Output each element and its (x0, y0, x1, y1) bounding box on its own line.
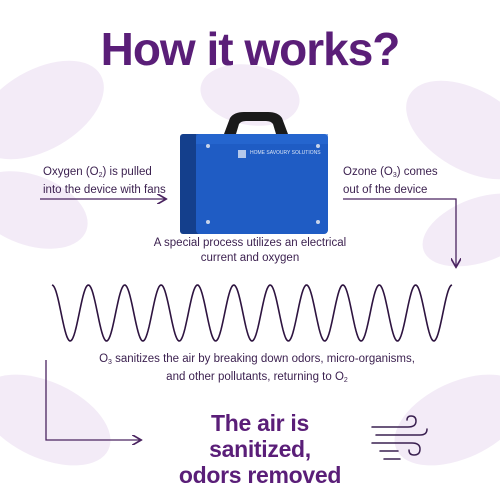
result-arrow (45, 360, 140, 440)
result-heading: The air is sanitized, odors removed (178, 410, 342, 488)
sanitize-step-text: O3 sanitizes the air by breaking down od… (99, 353, 415, 384)
page-title: How it works? (100, 23, 401, 75)
oxygen-step-text: Oxygen (O2) is pulled into the device wi… (43, 166, 166, 196)
sine-wave (51, 284, 453, 342)
ozone-generator-device: HOME SAVOURY SOLUTIONS (180, 112, 328, 234)
wind-icon (371, 415, 428, 460)
device-brand-label: HOME SAVOURY SOLUTIONS (250, 150, 321, 156)
ozone-output-arrow (343, 198, 456, 266)
ozone-step-text: Ozone (O3) comes out of the device (343, 166, 438, 196)
process-step-text: A special process utilizes an electrical… (153, 237, 347, 264)
